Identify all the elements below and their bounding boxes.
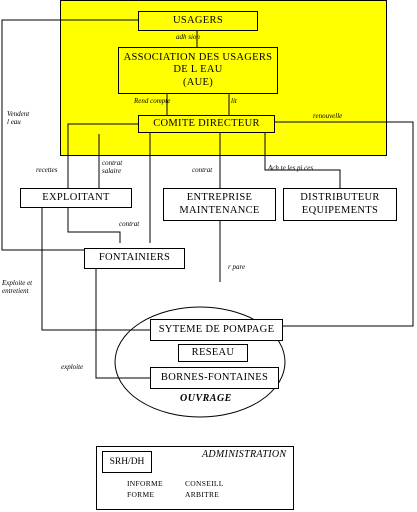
entreprise-maintenance-box: ENTREPRISE MAINTENANCE <box>163 188 276 221</box>
usagers-box: USAGERS <box>138 11 258 31</box>
bornes-fontaines-box: BORNES-FONTAINES <box>150 367 279 389</box>
label-contrat-fontainiers: contrat <box>119 220 140 228</box>
ouvrage-ellipse <box>114 306 286 418</box>
label-vendent-eau: Vendent l eau <box>7 110 30 126</box>
admin-arbitre: ARBITRE <box>185 490 220 499</box>
distributeur-equipements-box: DISTRIBUTEUR EQUIPEMENTS <box>283 188 397 221</box>
label-achete-pieces: Ach te les pi ces <box>268 164 314 172</box>
line-renouvelle <box>275 121 414 327</box>
fontainiers-box: FONTAINIERS <box>84 248 185 269</box>
label-elit: lit <box>231 97 237 105</box>
exploitant-box: EXPLOITANT <box>20 188 132 208</box>
label-contrat-salaire: contrat salaire <box>102 159 123 175</box>
label-exploite: exploite <box>61 363 84 371</box>
line-exploite-entretient <box>41 208 150 331</box>
line-exploite <box>95 269 150 379</box>
label-contrat-entreprise: contrat <box>192 166 213 174</box>
ouvrage-label: OUVRAGE <box>180 393 232 404</box>
label-exploite-entretient: Exploite et entretient <box>2 279 33 295</box>
admin-forme: FORME <box>127 490 155 499</box>
label-adhesion: adh sion <box>176 33 200 41</box>
line-recettes <box>67 123 138 188</box>
srh-dh-box: SRH/DH <box>102 451 152 473</box>
administration-box <box>96 446 294 510</box>
reseau-box: RESEAU <box>178 344 248 362</box>
line-exploitant-fontainiers <box>67 208 121 243</box>
label-recettes: recettes <box>36 166 58 174</box>
line-achete <box>264 133 341 188</box>
admin-informe: INFORME <box>127 479 163 488</box>
aue-box: ASSOCIATION DES USAGERS DE L EAU (AUE) <box>118 47 278 94</box>
admin-conseille: CONSEILL <box>185 479 224 488</box>
label-repare: r pare <box>228 263 246 271</box>
label-rend-compte: Rend compte <box>134 97 171 105</box>
line-vendent-eau <box>1 19 138 251</box>
administration-title: ADMINISTRATION <box>202 449 287 460</box>
label-renouvelle: renouvelle <box>313 112 343 120</box>
systeme-pompage-box: SYTEME DE POMPAGE <box>150 319 283 341</box>
comite-directeur-box: COMITE DIRECTEUR <box>138 115 275 133</box>
